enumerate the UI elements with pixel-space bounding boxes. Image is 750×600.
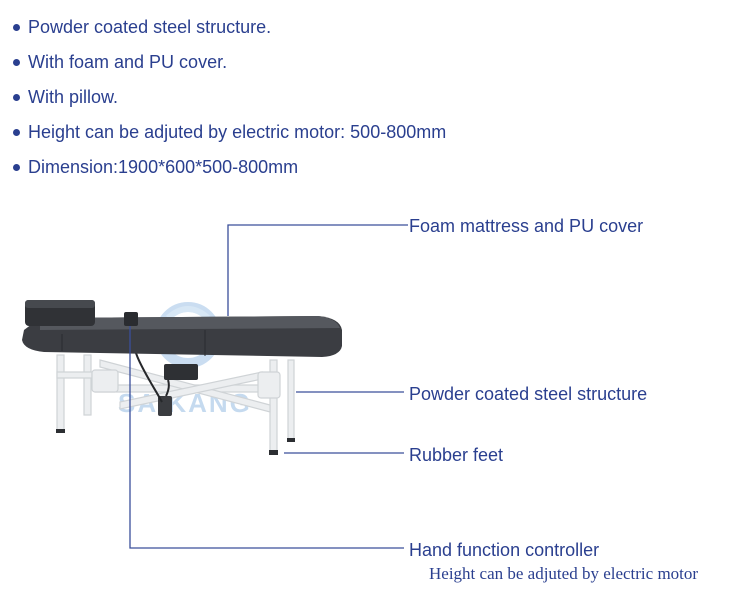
feature-item: Height can be adjuted by electric motor:… (9, 118, 446, 153)
bullet-icon (13, 163, 20, 171)
bullet-icon (13, 23, 20, 31)
pillow (25, 300, 95, 326)
callout-mattress: Foam mattress and PU cover (409, 216, 644, 236)
bullet-icon (13, 93, 20, 101)
rubber-feet (56, 429, 295, 455)
feature-list: Powder coated steel structure. With foam… (9, 13, 446, 188)
feature-item: With pillow. (9, 83, 446, 118)
bullet-icon (13, 58, 20, 66)
steel-frame (56, 354, 295, 453)
feature-item: With foam and PU cover. (9, 48, 446, 83)
motor-caption: Height can be adjuted by electric motor (429, 564, 699, 583)
hand-controller-icon (124, 312, 138, 326)
callout-hand-controller: Hand function controller (409, 540, 600, 560)
callout-rubber-feet: Rubber feet (409, 445, 504, 465)
feature-item: Powder coated steel structure. (9, 13, 446, 48)
callout-steel-structure: Powder coated steel structure (409, 384, 648, 404)
bullet-icon (13, 128, 20, 136)
mattress (22, 316, 342, 357)
feature-item: Dimension:1900*600*500-800mm (9, 153, 446, 188)
leader-lines (129, 224, 408, 549)
